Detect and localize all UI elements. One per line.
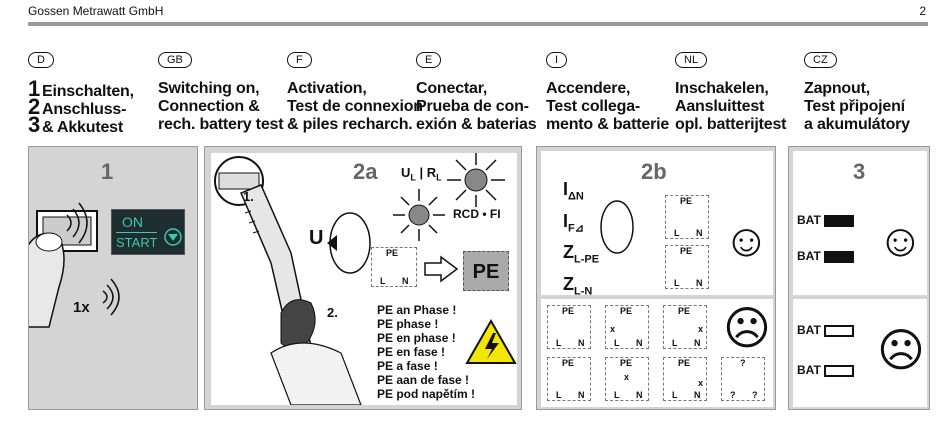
- on-start-button: ON START: [111, 209, 185, 255]
- lang-code-cz: CZ: [804, 52, 837, 68]
- lamp-rcd-icon: [393, 189, 445, 241]
- panel-2b-title: 2b: [641, 159, 667, 184]
- col-i: Accendere,Test collega-mento & batterie: [546, 80, 670, 133]
- happy-face-icon: ☺: [877, 214, 924, 266]
- rotate-icon: [327, 212, 371, 274]
- pe-small-box: PE L N: [371, 247, 417, 287]
- lamp-on-icon: [447, 153, 505, 207]
- panel-2a: 2a 1. 2. UL | RL RCD • FI U PE L N PE PE…: [204, 146, 522, 410]
- lang-code-d: D: [28, 52, 54, 68]
- header-rule: [28, 22, 928, 26]
- company-name: Gossen Metrawatt GmbH: [28, 4, 164, 18]
- chevron-down-icon: [164, 228, 182, 246]
- measurement-list: IΔN IF⊿ ZL-PE ZL-N: [563, 179, 600, 298]
- pe-warning-list: PE an Phase !PE phase !PE en phase ! PE …: [377, 303, 476, 401]
- panel-1-title: 1: [101, 159, 114, 184]
- rotate-icon: [600, 200, 634, 254]
- panel-1: 1 ON START 1x: [28, 146, 198, 410]
- lang-code-f: F: [287, 52, 312, 68]
- pe-big-box: PE: [463, 251, 509, 291]
- high-voltage-warning-icon: [465, 319, 517, 364]
- lang-code-nl: NL: [675, 52, 708, 68]
- col-e: Conectar,Prueba de con-exión & baterias: [416, 80, 537, 133]
- ul-label: UL | RL: [401, 165, 442, 183]
- battery-low-1: BAT: [797, 323, 855, 337]
- probe-hand-illustration: [214, 156, 362, 405]
- panel-2a-title: 2a: [353, 159, 378, 184]
- battery-full-1: BAT: [797, 213, 855, 227]
- col-gb: Switching on,Connection &rech. battery t…: [158, 80, 284, 133]
- hand-press-illustration: [29, 202, 120, 328]
- lang-code-e: E: [416, 52, 442, 68]
- press-count: 1x: [73, 299, 90, 316]
- col-f: Activation,Test de connexion& piles rech…: [287, 80, 423, 133]
- lang-code-i: I: [546, 52, 568, 68]
- on-label: ON: [122, 214, 143, 230]
- battery-low-2: BAT: [797, 363, 855, 377]
- u-label: U: [309, 227, 324, 249]
- battery-full-2: BAT: [797, 249, 855, 263]
- step-2-label: 2.: [327, 305, 338, 320]
- panel-3-title: 3: [853, 159, 866, 184]
- sad-face-icon: ☹: [723, 302, 771, 354]
- arrow-right-icon: [424, 255, 459, 283]
- page-number: 2: [919, 4, 926, 18]
- panel-3: 3 BAT BAT ☺ BAT BAT ☹: [788, 146, 930, 410]
- lang-code-gb: GB: [158, 52, 192, 68]
- rcd-fi-label: RCD • FI: [453, 207, 501, 221]
- sad-face-icon: ☹: [877, 324, 925, 376]
- step-1-label: 1.: [243, 189, 254, 204]
- start-label: START: [116, 232, 158, 250]
- pe-config-unknown: ???: [721, 357, 765, 401]
- happy-face-icon: ☺: [723, 214, 770, 266]
